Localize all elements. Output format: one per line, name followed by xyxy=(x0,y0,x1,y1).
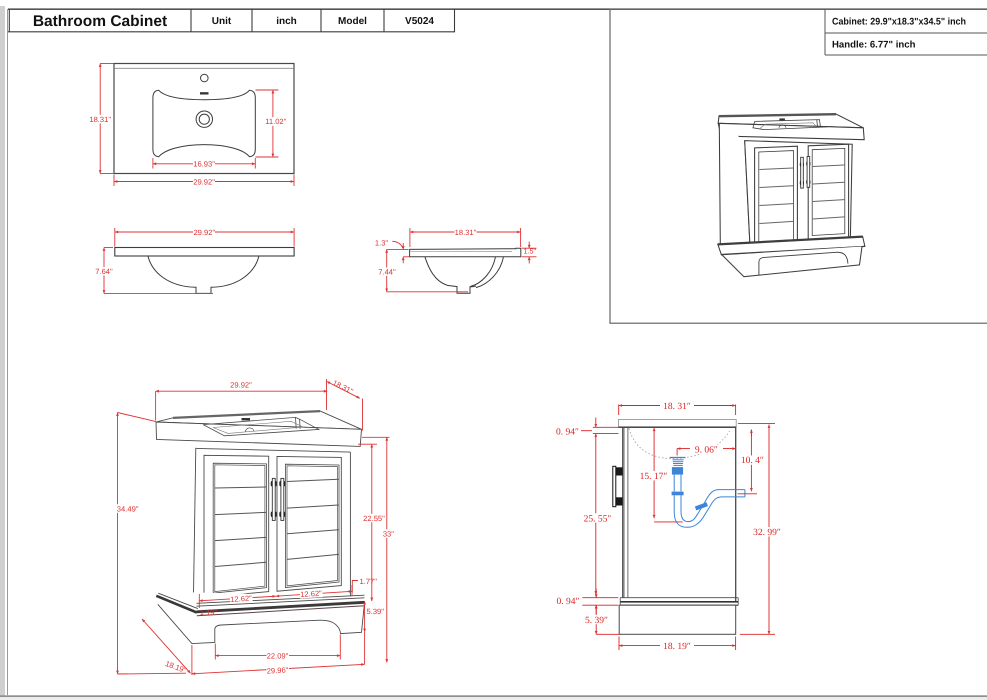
svg-text:inch: inch xyxy=(276,16,297,27)
svg-text:16.93": 16.93" xyxy=(193,160,215,169)
svg-text:29.92": 29.92" xyxy=(230,381,252,390)
svg-text:11.02": 11.02" xyxy=(265,117,286,126)
svg-text:Unit: Unit xyxy=(212,16,232,27)
svg-text:18.31": 18.31" xyxy=(455,228,477,237)
svg-text:1.77": 1.77" xyxy=(360,577,378,586)
svg-text:25. 55″: 25. 55″ xyxy=(584,514,612,524)
svg-text:22.09": 22.09" xyxy=(267,651,289,660)
svg-text:32. 99″: 32. 99″ xyxy=(753,528,781,538)
svg-text:1.19": 1.19" xyxy=(200,608,218,617)
svg-text:22.55": 22.55" xyxy=(363,514,385,523)
svg-text:18. 19″: 18. 19″ xyxy=(663,642,691,652)
svg-text:15. 17″: 15. 17″ xyxy=(640,472,668,482)
svg-text:29.92": 29.92" xyxy=(193,228,215,237)
svg-text:1.5": 1.5" xyxy=(524,247,537,256)
svg-text:Handle: 6.77" inch: Handle: 6.77" inch xyxy=(832,40,916,51)
svg-text:0. 94″: 0. 94″ xyxy=(557,597,580,607)
svg-text:7.64": 7.64" xyxy=(95,267,113,276)
svg-text:7.44": 7.44" xyxy=(378,268,396,277)
svg-text:Cabinet: 29.9"x18.3"x34.5" inc: Cabinet: 29.9"x18.3"x34.5" inch xyxy=(832,17,966,28)
svg-text:5.39": 5.39" xyxy=(367,607,385,616)
svg-text:29.96": 29.96" xyxy=(266,665,288,675)
svg-text:Bathroom Cabinet: Bathroom Cabinet xyxy=(33,13,167,30)
svg-text:18.31": 18.31" xyxy=(89,115,111,124)
svg-text:34.49": 34.49" xyxy=(117,504,139,513)
svg-text:5. 39″: 5. 39″ xyxy=(585,616,608,626)
svg-text:33": 33" xyxy=(383,529,394,538)
svg-text:29.92": 29.92" xyxy=(193,177,215,186)
svg-text:1.3": 1.3" xyxy=(375,239,389,248)
svg-text:18. 31″: 18. 31″ xyxy=(663,402,691,412)
svg-text:0. 94″: 0. 94″ xyxy=(556,428,579,438)
svg-text:V5024: V5024 xyxy=(405,16,434,27)
svg-text:10. 4″: 10. 4″ xyxy=(741,456,764,466)
svg-text:Model: Model xyxy=(338,16,367,27)
svg-text:9. 06″: 9. 06″ xyxy=(695,446,718,456)
svg-text:12.62": 12.62" xyxy=(300,589,323,599)
svg-text:12.62": 12.62" xyxy=(230,594,253,604)
